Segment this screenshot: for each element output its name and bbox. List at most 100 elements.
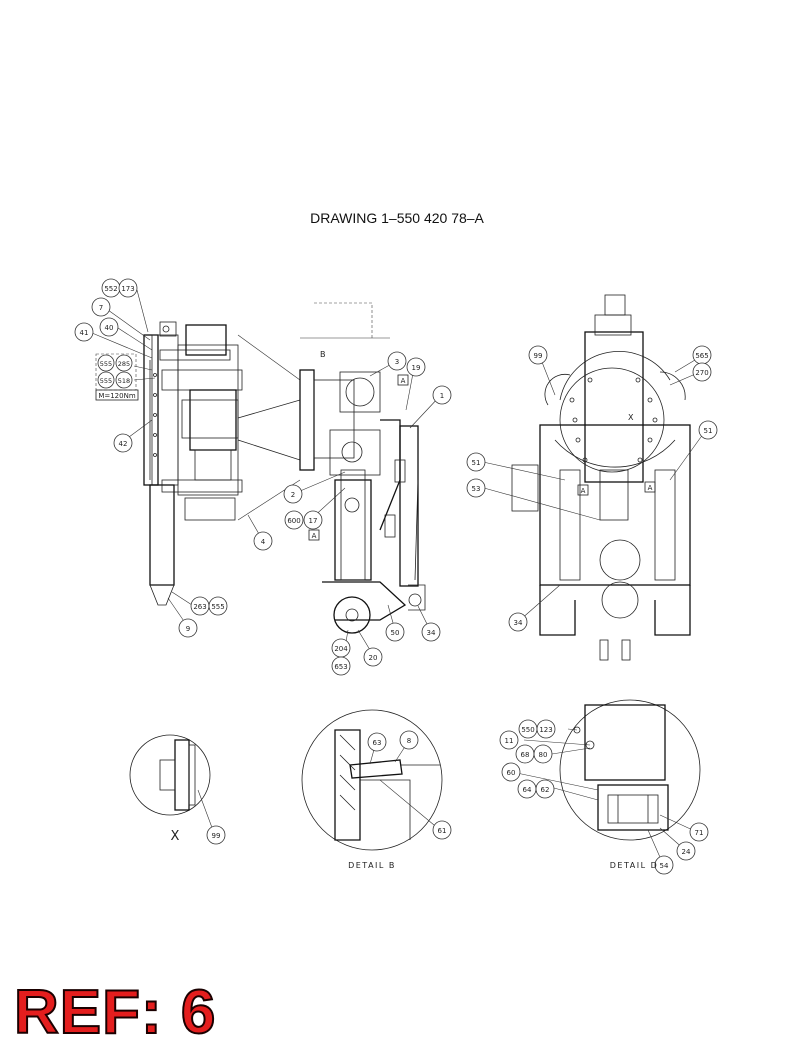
callouts-details: 99 63 8 61 550 123 11 68 80 60 64 62 71 … xyxy=(206,719,709,875)
svg-text:A: A xyxy=(312,532,317,540)
svg-text:555: 555 xyxy=(100,377,112,385)
callout-balloon: 42 xyxy=(113,433,133,453)
callout-balloon: 64 xyxy=(517,779,537,799)
svg-text:555: 555 xyxy=(211,603,224,611)
callout-balloon: 53 xyxy=(466,478,486,498)
callout-balloon: 63 xyxy=(367,732,387,752)
callout-balloon: 40 xyxy=(99,317,119,337)
callout-balloon: 51 xyxy=(466,452,486,472)
svg-text:99: 99 xyxy=(534,352,543,360)
callout-balloon: 565 xyxy=(692,345,712,365)
ref-stamp: REF: 6 xyxy=(13,978,217,1047)
svg-text:20: 20 xyxy=(369,654,378,662)
detail-b xyxy=(301,709,443,851)
callout-balloon: 8 xyxy=(399,730,419,750)
callout-balloon: 71 xyxy=(689,822,709,842)
svg-text:123: 123 xyxy=(539,726,552,734)
callout-balloon: 123 xyxy=(536,719,556,739)
callout-balloon: 19 xyxy=(406,357,426,377)
svg-text:A: A xyxy=(401,377,406,385)
callout-balloon: 24 xyxy=(676,841,696,861)
svg-text:653: 653 xyxy=(334,663,347,671)
svg-text:24: 24 xyxy=(682,848,691,856)
svg-text:61: 61 xyxy=(438,827,447,835)
svg-text:565: 565 xyxy=(695,352,708,360)
callout-balloon: 4 xyxy=(253,531,273,551)
section-marks: A A A A B X xyxy=(308,350,656,541)
svg-text:550: 550 xyxy=(521,726,534,734)
callout-balloon: 68 xyxy=(515,744,535,764)
svg-text:60: 60 xyxy=(507,769,516,777)
svg-text:17: 17 xyxy=(309,517,318,525)
callout-balloon: 34 xyxy=(421,622,441,642)
drawing-title: DRAWING 1–550 420 78–A xyxy=(310,210,484,226)
svg-text:51: 51 xyxy=(472,459,481,467)
detail-d-label: DETAIL D xyxy=(610,861,658,870)
callout-balloon: 20 xyxy=(363,647,383,667)
callout-balloon: 80 xyxy=(533,744,553,764)
callout-balloon: 653 xyxy=(331,656,351,676)
svg-text:263: 263 xyxy=(193,603,206,611)
callouts-left: 552 173 7 40 41 555 285 555 518 M=120Nm … xyxy=(74,278,228,638)
callout-balloon: 7 xyxy=(91,297,111,317)
right-view xyxy=(511,294,691,661)
callout-balloon: 54 xyxy=(654,855,674,875)
svg-text:1: 1 xyxy=(440,392,444,400)
leader-lines xyxy=(91,289,707,865)
svg-text:11: 11 xyxy=(505,737,514,745)
callout-balloon: 555 xyxy=(208,596,228,616)
torque-note: M=120Nm xyxy=(98,392,136,400)
callout-balloon: 41 xyxy=(74,322,94,342)
svg-text:2: 2 xyxy=(291,491,295,499)
callout-balloon: 99 xyxy=(528,345,548,365)
svg-text:64: 64 xyxy=(523,786,532,794)
svg-text:80: 80 xyxy=(539,751,548,759)
callout-balloon: 173 xyxy=(118,278,138,298)
callouts-right: 99 565 270 51 51 53 34 xyxy=(466,345,718,632)
svg-text:9: 9 xyxy=(186,625,190,633)
callout-balloon: 99 xyxy=(206,825,226,845)
left-view xyxy=(143,321,301,606)
svg-text:204: 204 xyxy=(334,645,348,653)
callout-balloon: 9 xyxy=(178,618,198,638)
svg-text:62: 62 xyxy=(541,786,550,794)
callout-balloon: 3 xyxy=(387,351,407,371)
callout-balloon: 555 xyxy=(97,354,115,372)
svg-text:51: 51 xyxy=(704,427,713,435)
svg-text:99: 99 xyxy=(212,832,221,840)
svg-text:68: 68 xyxy=(521,751,530,759)
svg-text:4: 4 xyxy=(261,538,266,546)
callouts-middle: 3 19 1 2 600 17 4 204 653 20 50 34 xyxy=(253,351,452,676)
svg-text:19: 19 xyxy=(412,364,421,372)
detail-d xyxy=(559,699,701,841)
svg-text:71: 71 xyxy=(695,829,704,837)
svg-text:270: 270 xyxy=(695,369,708,377)
svg-text:600: 600 xyxy=(287,517,300,525)
svg-text:552: 552 xyxy=(104,285,117,293)
detail-x-label: X xyxy=(171,829,180,844)
middle-view xyxy=(299,302,426,634)
callout-balloon: 11 xyxy=(499,730,519,750)
svg-text:41: 41 xyxy=(80,329,89,337)
svg-text:34: 34 xyxy=(514,619,523,627)
callout-balloon: 204 xyxy=(331,638,351,658)
callout-balloon: 1 xyxy=(432,385,452,405)
callout-balloon: 51 xyxy=(698,420,718,440)
svg-text:A: A xyxy=(648,484,653,492)
callout-balloon: 285 xyxy=(115,354,133,372)
callout-balloon: 50 xyxy=(385,622,405,642)
svg-text:A: A xyxy=(581,487,586,495)
callout-balloon: 555 xyxy=(97,371,115,389)
svg-text:555: 555 xyxy=(100,360,112,368)
callout-balloon: 518 xyxy=(115,371,133,389)
callout-balloon: 60 xyxy=(501,762,521,782)
svg-text:3: 3 xyxy=(395,358,399,366)
svg-text:34: 34 xyxy=(427,629,436,637)
detail-x xyxy=(129,734,211,816)
svg-text:63: 63 xyxy=(373,739,382,747)
svg-text:54: 54 xyxy=(660,862,669,870)
svg-text:42: 42 xyxy=(119,440,128,448)
svg-text:40: 40 xyxy=(105,324,114,332)
callout-balloon: 600 xyxy=(284,510,304,530)
